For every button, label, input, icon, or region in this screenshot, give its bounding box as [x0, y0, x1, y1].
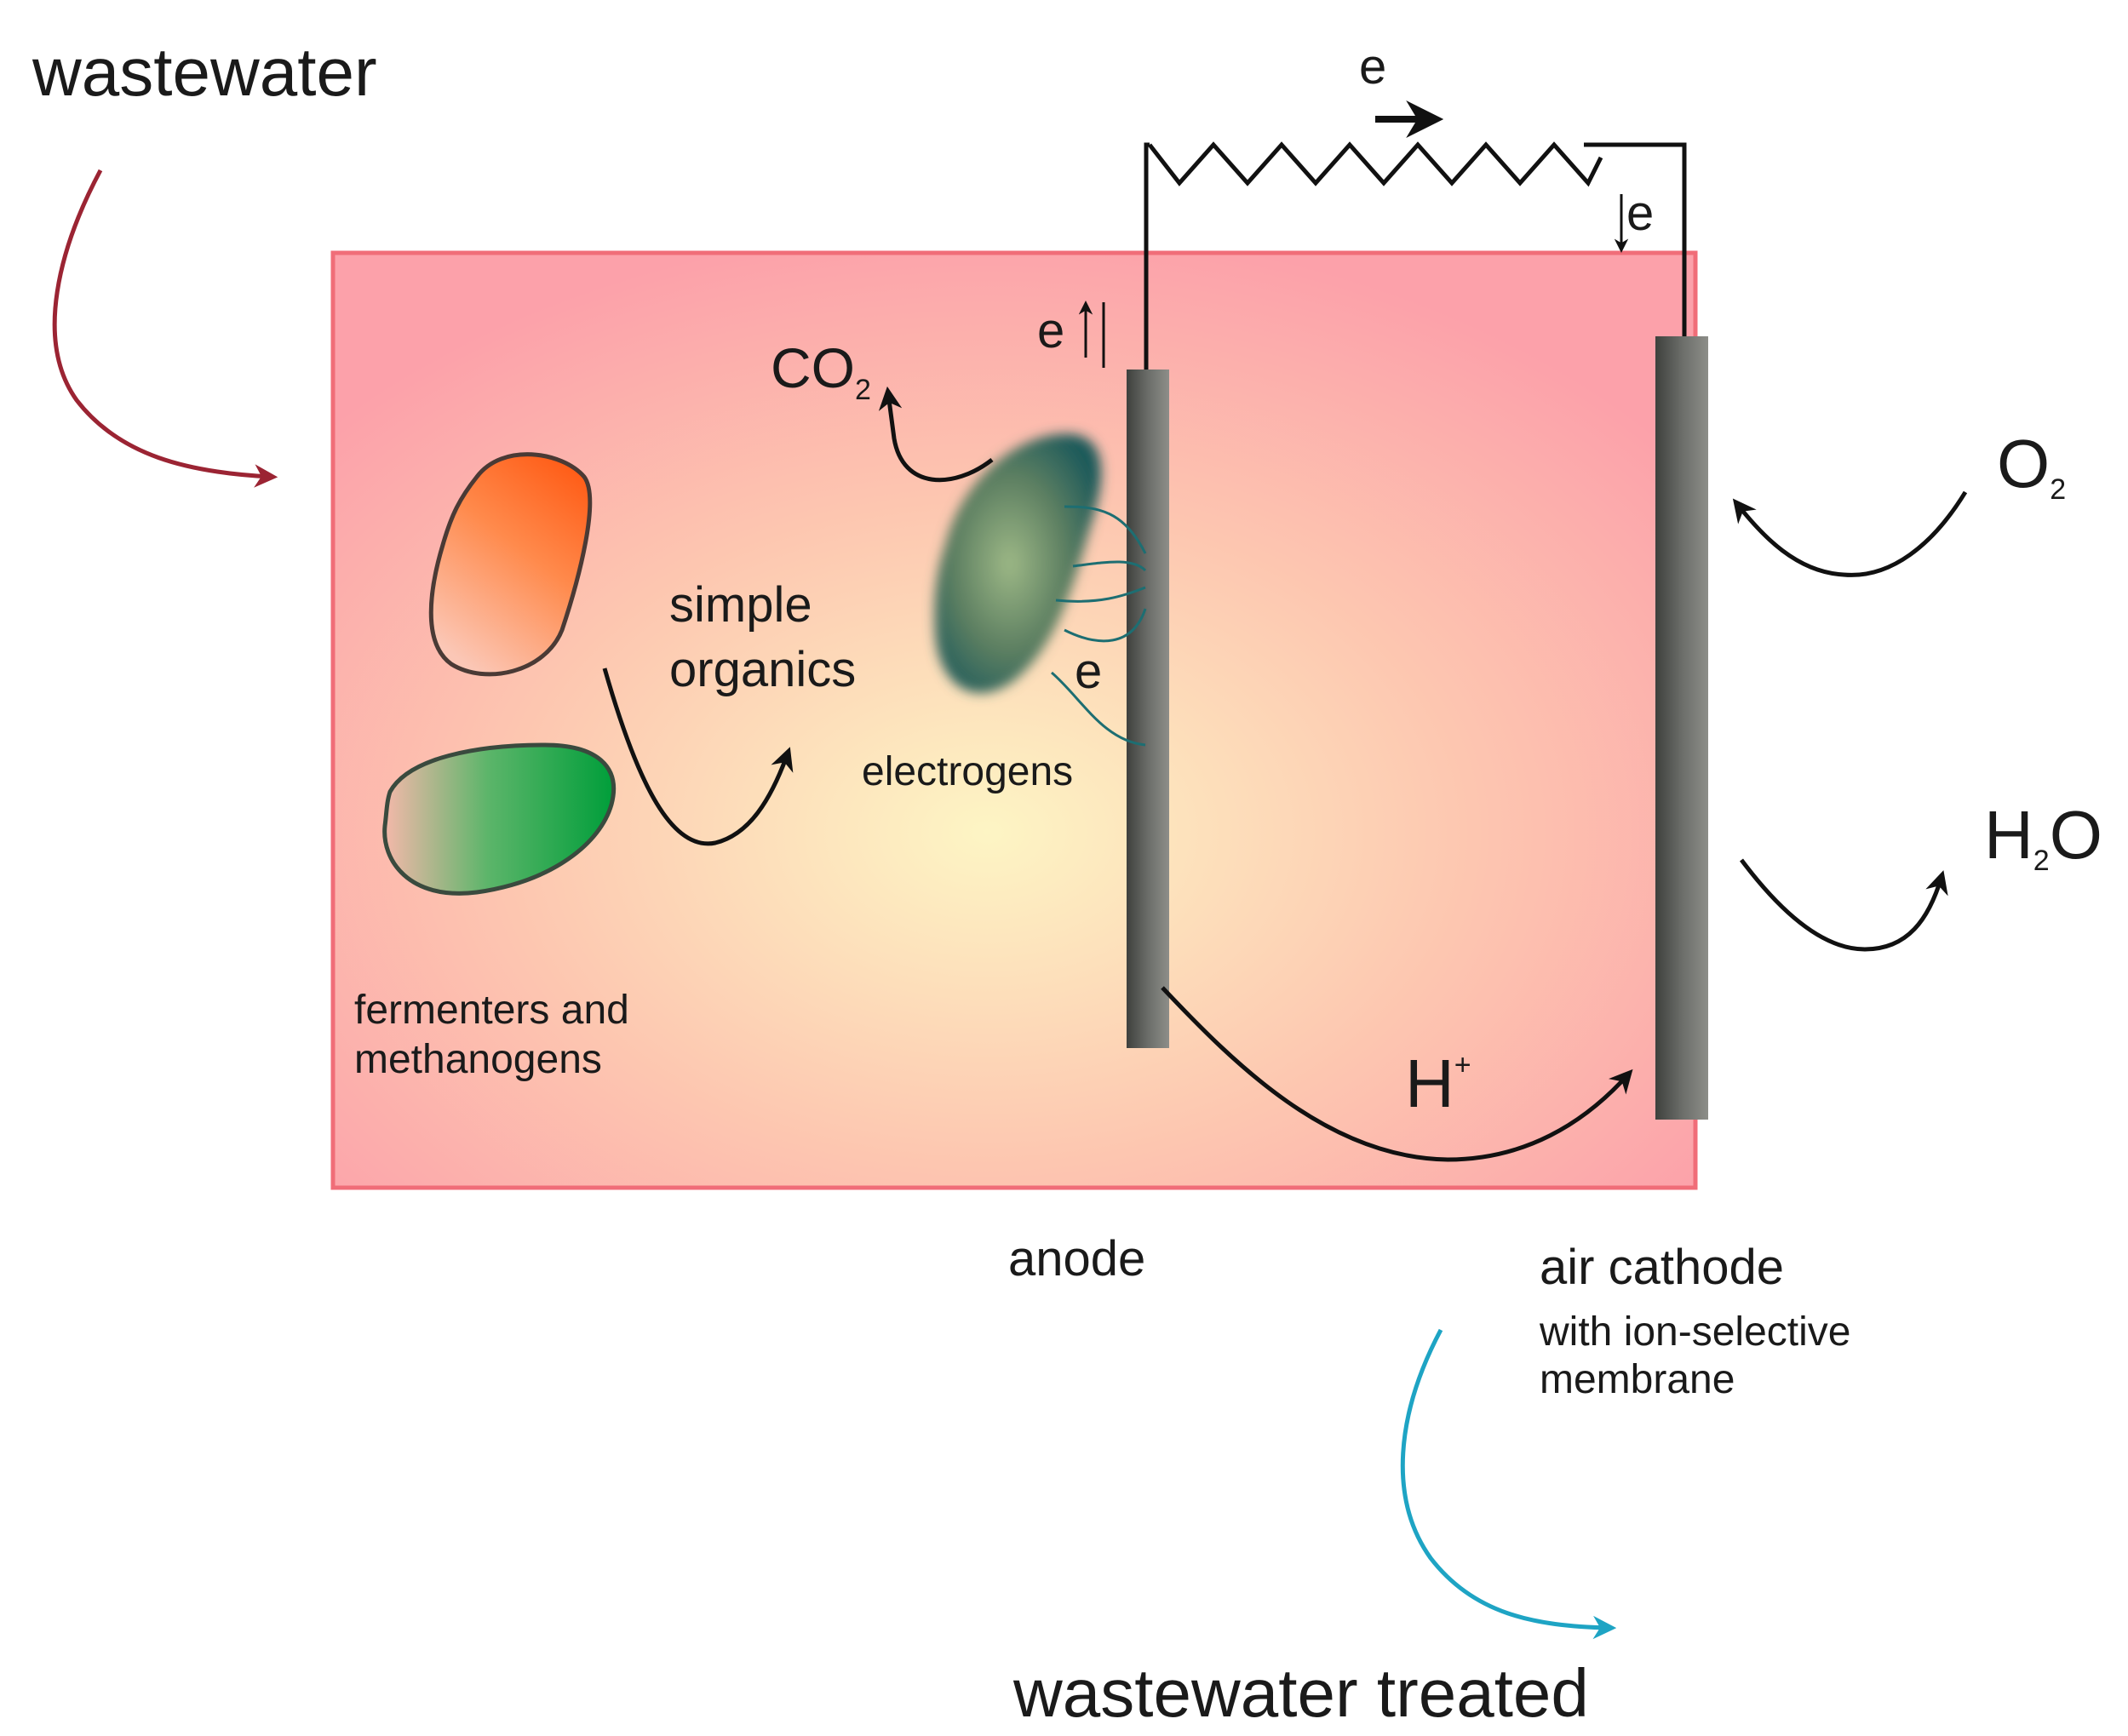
external-circuit — [1144, 141, 1687, 370]
circuit-electron-label: e — [1359, 39, 1386, 95]
simple-organics-label-line1: simple — [669, 577, 812, 633]
outflow-arrow-icon — [1400, 1328, 1617, 1640]
anode-electron-label: e — [1037, 303, 1064, 358]
reactor-tank — [330, 250, 1698, 1190]
circuit-wire-cathode — [1584, 142, 1687, 336]
fermenters-label-line1: fermenters and — [354, 988, 629, 1033]
cathode-label: air cathode — [1540, 1240, 1784, 1295]
nanowires — [1051, 505, 1147, 747]
methanogen-cell — [382, 742, 617, 896]
nanowire-electron-label: e — [1075, 644, 1102, 699]
anode-label: anode — [1008, 1231, 1145, 1286]
cathode-electrode — [1655, 336, 1708, 1120]
anode-electrode — [1127, 370, 1169, 1048]
electrogens-label: electrogens — [862, 749, 1073, 794]
o2-label: O2 — [1997, 426, 2066, 506]
electrogen-cell — [934, 433, 1102, 693]
inflow-arrow-icon — [52, 169, 278, 488]
cathode-electron-label: e — [1626, 186, 1654, 241]
fermenters-label-line2: methanogens — [354, 1037, 602, 1082]
o2-arrow-icon — [1732, 490, 1968, 577]
fermenter-cell — [428, 452, 593, 677]
wastewater-out-label: wastewater treated — [1012, 1655, 1589, 1731]
proton-label: H+ — [1405, 1046, 1471, 1121]
h2o-arrow-icon — [1740, 858, 1948, 952]
co2-label: CO2 — [771, 336, 871, 406]
resistor-symbol-icon — [1148, 141, 1603, 187]
co2-arrow-icon — [878, 386, 994, 483]
wastewater-in-label: wastewater — [32, 34, 377, 110]
h2o-label: H2O — [1984, 797, 2102, 877]
simple-organics-label-line2: organics — [669, 642, 856, 697]
membrane-label-line1: with ion-selective — [1539, 1309, 1850, 1355]
membrane-label-line2: membrane — [1540, 1357, 1735, 1402]
proton-arrow-icon — [1161, 986, 1633, 1162]
organics-arrow-icon — [602, 667, 794, 846]
circuit-wire-anode — [1144, 142, 1150, 370]
